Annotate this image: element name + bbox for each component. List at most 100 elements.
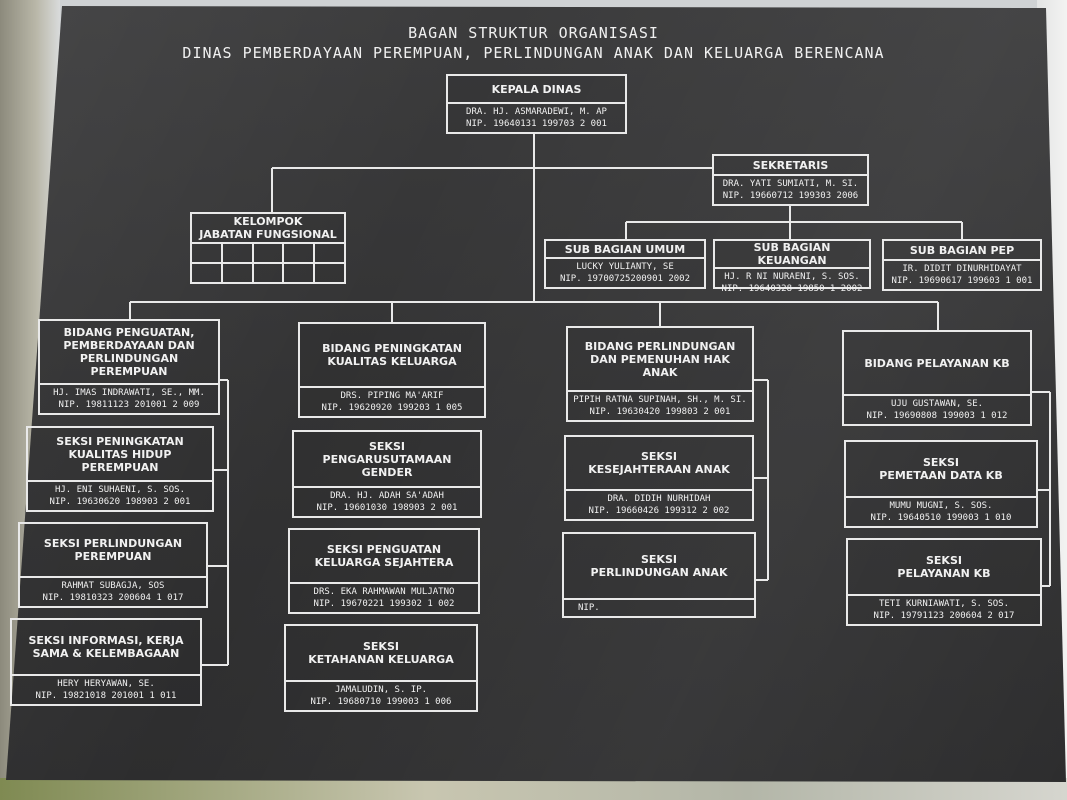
seksi-keluarga-sejahtera-nip: NIP. 19670221 199302 1 002: [313, 599, 455, 609]
bidang-perlindungan-anak-name: PIPIH RATNA SUPINAH, SH., M. SI.: [573, 395, 747, 405]
seksi-pemetaan-data-kb-nip: NIP. 19640510 199003 1 010: [870, 513, 1012, 523]
seksi-kualitas-hidup-info: HJ. ENI SUHAENI, S. SOS. NIP. 19630620 1…: [28, 480, 212, 510]
seksi-kualitas-hidup-box: SEKSI PENINGKATAN KUALITAS HIDUP PEREMPU…: [26, 426, 214, 512]
bidang-pelayanan-kb-name: UJU GUSTAWAN, SE.: [890, 399, 984, 409]
bidang-perempuan-name: HJ. IMAS INDRAWATI, SE., MM.: [53, 388, 205, 398]
seksi-pemetaan-data-kb-info: MUMU MUGNI, S. SOS. NIP. 19640510 199003…: [846, 496, 1036, 526]
bidang-perlindungan-anak-nip: NIP. 19630420 199803 2 001: [589, 407, 731, 417]
chart-subtitle: DINAS PEMBERDAYAAN PEREMPUAN, PERLINDUNG…: [182, 44, 885, 62]
seksi-perlindungan-anak-title: SEKSI PERLINDUNGAN ANAK: [590, 553, 728, 579]
sub-bagian-umum-nip: NIP. 19700725200901 2002: [559, 274, 691, 284]
kepala-dinas-nip: NIP. 19640131 199703 2 001: [466, 119, 607, 129]
sub-bagian-umum-name: LUCKY YULIANTY, SE: [576, 262, 674, 272]
bidang-perlindungan-anak-info: PIPIH RATNA SUPINAH, SH., M. SI. NIP. 19…: [568, 390, 752, 420]
seksi-informasi-kelembagaan-box: SEKSI INFORMASI, KERJA SAMA & KELEMBAGAA…: [10, 618, 202, 706]
seksi-ketahanan-keluarga-box: SEKSI KETAHANAN KELUARGA JAMALUDIN, S. I…: [284, 624, 478, 712]
seksi-informasi-kelembagaan-title: SEKSI INFORMASI, KERJA SAMA & KELEMBAGAA…: [28, 634, 184, 660]
sub-bagian-pep-box: SUB BAGIAN PEP IR. DIDIT DINURHIDAYAT NI…: [882, 239, 1042, 291]
seksi-perlindungan-anak-nip: NIP.: [578, 603, 600, 613]
sub-bagian-pep-title: SUB BAGIAN PEP: [909, 243, 1015, 257]
bidang-pelayanan-kb-info: UJU GUSTAWAN, SE. NIP. 19690808 199003 1…: [844, 394, 1030, 424]
seksi-keluarga-sejahtera-title: SEKSI PENGUATAN KELUARGA SEJAHTERA: [314, 543, 454, 569]
bidang-pelayanan-kb-nip: NIP. 19690808 199003 1 012: [866, 411, 1008, 421]
seksi-pelayanan-kb-nip: NIP. 19791123 200604 2 017: [873, 611, 1015, 621]
kepala-dinas-name: DRA. HJ. ASMARADEWI, M. AP: [466, 107, 607, 117]
seksi-kesejahteraan-anak-box: SEKSI KESEJAHTERAAN ANAK DRA. DIDIH NURH…: [564, 435, 754, 521]
kepala-dinas-box: KEPALA DINAS DRA. HJ. ASMARADEWI, M. AP …: [446, 74, 627, 134]
bidang-kualitas-keluarga-name: DRS. PIPING MA'ARIF: [340, 391, 444, 401]
seksi-pengarusutamaan-gender-name: DRA. HJ. ADAH SA'ADAH: [330, 491, 444, 501]
sub-bagian-pep-info: IR. DIDIT DINURHIDAYAT NIP. 19690617 199…: [884, 259, 1040, 289]
seksi-kesejahteraan-anak-title: SEKSI KESEJAHTERAAN ANAK: [588, 450, 730, 476]
bidang-kualitas-keluarga-box: BIDANG PENINGKATAN KUALITAS KELUARGA DRS…: [298, 322, 486, 418]
sub-bagian-pep-name: IR. DIDIT DINURHIDAYAT: [902, 264, 1022, 274]
seksi-keluarga-sejahtera-info: DRS. EKA RAHMAWAN MULJATNO NIP. 19670221…: [290, 582, 478, 612]
seksi-pemetaan-data-kb-title: SEKSI PEMETAAN DATA KB: [879, 456, 1003, 482]
seksi-perlindungan-perempuan-box: SEKSI PERLINDUNGAN PEREMPUAN RAHMAT SUBA…: [18, 522, 208, 608]
bidang-pelayanan-kb-title: BIDANG PELAYANAN KB: [864, 356, 1010, 370]
seksi-perlindungan-perempuan-nip: NIP. 19810323 200604 1 017: [42, 593, 184, 603]
bidang-perempuan-box: BIDANG PENGUATAN, PEMBERDAYAAN DAN PERLI…: [38, 319, 220, 415]
seksi-ketahanan-keluarga-name: JAMALUDIN, S. IP.: [334, 685, 428, 695]
seksi-kualitas-hidup-title: SEKSI PENINGKATAN KUALITAS HIDUP PEREMPU…: [56, 434, 184, 474]
sekretaris-nip: NIP. 19660712 199303 2006: [722, 191, 859, 201]
sub-bagian-keuangan-info: HJ. R NI NURAENI, S. SOS. NIP. 19640328 …: [715, 267, 869, 297]
bidang-kualitas-keluarga-title: BIDANG PENINGKATAN KUALITAS KELUARGA: [322, 342, 462, 368]
bidang-kualitas-keluarga-nip: NIP. 19620920 199203 1 005: [321, 403, 463, 413]
bidang-perempuan-title: BIDANG PENGUATAN, PEMBERDAYAAN DAN PERLI…: [63, 326, 195, 378]
seksi-perlindungan-perempuan-title: SEKSI PERLINDUNGAN PEREMPUAN: [43, 537, 183, 563]
kelompok-jabatan-fungsional-grid: [192, 242, 344, 282]
seksi-kualitas-hidup-name: HJ. ENI SUHAENI, S. SOS.: [54, 485, 186, 495]
kepala-dinas-info: DRA. HJ. ASMARADEWI, M. AP NIP. 19640131…: [448, 102, 625, 132]
sub-bagian-keuangan-nip: NIP. 19640328 19850 1 2002: [721, 284, 863, 294]
seksi-informasi-kelembagaan-nip: NIP. 19821018 201001 1 011: [35, 691, 177, 701]
seksi-ketahanan-keluarga-nip: NIP. 19680710 199003 1 006: [310, 697, 452, 707]
sekretaris-box: SEKRETARIS DRA. YATI SUMIATI, M. SI. NIP…: [712, 154, 869, 206]
seksi-ketahanan-keluarga-title: SEKSI KETAHANAN KELUARGA: [308, 640, 454, 666]
seksi-perlindungan-perempuan-info: RAHMAT SUBAGJA, SOS NIP. 19810323 200604…: [20, 576, 206, 606]
bidang-perlindungan-anak-box: BIDANG PERLINDUNGAN DAN PEMENUHAN HAK AN…: [566, 326, 754, 422]
bidang-pelayanan-kb-box: BIDANG PELAYANAN KB UJU GUSTAWAN, SE. NI…: [842, 330, 1032, 426]
sub-bagian-umum-info: LUCKY YULIANTY, SE NIP. 19700725200901 2…: [546, 257, 704, 287]
seksi-pelayanan-kb-box: SEKSI PELAYANAN KB TETI KURNIAWATI, S. S…: [846, 538, 1042, 626]
seksi-pengarusutamaan-gender-nip: NIP. 19601030 198903 2 001: [316, 503, 458, 513]
seksi-pelayanan-kb-info: TETI KURNIAWATI, S. SOS. NIP. 19791123 2…: [848, 594, 1040, 624]
sekretaris-info: DRA. YATI SUMIATI, M. SI. NIP. 19660712 …: [714, 174, 867, 204]
seksi-keluarga-sejahtera-name: DRS. EKA RAHMAWAN MULJATNO: [313, 587, 455, 597]
seksi-perlindungan-perempuan-name: RAHMAT SUBAGJA, SOS: [61, 581, 165, 591]
bidang-perlindungan-anak-title: BIDANG PERLINDUNGAN DAN PEMENUHAN HAK AN…: [584, 339, 736, 379]
sub-bagian-keuangan-title: SUB BAGIAN KEUANGAN: [753, 241, 831, 267]
bidang-perempuan-info: HJ. IMAS INDRAWATI, SE., MM. NIP. 198111…: [40, 383, 218, 413]
seksi-kesejahteraan-anak-info: DRA. DIDIH NURHIDAH NIP. 19660426 199312…: [566, 489, 752, 519]
background-floor: [0, 778, 1067, 800]
seksi-pelayanan-kb-title: SEKSI PELAYANAN KB: [897, 554, 991, 580]
seksi-kualitas-hidup-nip: NIP. 19630620 198903 2 001: [49, 497, 191, 507]
sub-bagian-pep-nip: NIP. 19690617 199603 1 001: [891, 276, 1033, 286]
seksi-keluarga-sejahtera-box: SEKSI PENGUATAN KELUARGA SEJAHTERA DRS. …: [288, 528, 480, 614]
kelompok-jabatan-fungsional-box: KELOMPOK JABATAN FUNGSIONAL: [190, 212, 346, 284]
seksi-kesejahteraan-anak-name: DRA. DIDIH NURHIDAH: [607, 494, 711, 504]
bidang-perempuan-nip: NIP. 19811123 201001 2 009: [58, 400, 200, 410]
seksi-pengarusutamaan-gender-info: DRA. HJ. ADAH SA'ADAH NIP. 19601030 1989…: [294, 486, 480, 516]
sekretaris-name: DRA. YATI SUMIATI, M. SI.: [722, 179, 859, 189]
sub-bagian-keuangan-name: HJ. R NI NURAENI, S. SOS.: [724, 272, 860, 282]
sekretaris-title: SEKRETARIS: [752, 158, 829, 172]
sub-bagian-umum-box: SUB BAGIAN UMUM LUCKY YULIANTY, SE NIP. …: [544, 239, 706, 289]
kepala-dinas-title: KEPALA DINAS: [491, 82, 582, 96]
sub-bagian-umum-title: SUB BAGIAN UMUM: [564, 242, 686, 256]
seksi-informasi-kelembagaan-name: HERY HERYAWAN, SE.: [57, 679, 155, 689]
seksi-pengarusutamaan-gender-box: SEKSI PENGARUSUTAMAAN GENDER DRA. HJ. AD…: [292, 430, 482, 518]
seksi-pelayanan-kb-name: TETI KURNIAWATI, S. SOS.: [878, 599, 1010, 609]
seksi-pemetaan-data-kb-name: MUMU MUGNI, S. SOS.: [889, 501, 993, 511]
seksi-perlindungan-anak-box: SEKSI PERLINDUNGAN ANAK NIP.: [562, 532, 756, 618]
sub-bagian-keuangan-box: SUB BAGIAN KEUANGAN HJ. R NI NURAENI, S.…: [713, 239, 871, 294]
kelompok-jabatan-fungsional-title: KELOMPOK JABATAN FUNGSIONAL: [199, 215, 337, 241]
seksi-ketahanan-keluarga-info: JAMALUDIN, S. IP. NIP. 19680710 199003 1…: [286, 680, 476, 710]
seksi-pengarusutamaan-gender-title: SEKSI PENGARUSUTAMAAN GENDER: [322, 439, 452, 479]
seksi-kesejahteraan-anak-nip: NIP. 19660426 199312 2 002: [588, 506, 730, 516]
seksi-pemetaan-data-kb-box: SEKSI PEMETAAN DATA KB MUMU MUGNI, S. SO…: [844, 440, 1038, 528]
seksi-perlindungan-anak-info: NIP.: [564, 598, 754, 616]
seksi-informasi-kelembagaan-info: HERY HERYAWAN, SE. NIP. 19821018 201001 …: [12, 674, 200, 704]
chart-title: BAGAN STRUKTUR ORGANISASI: [408, 24, 659, 42]
